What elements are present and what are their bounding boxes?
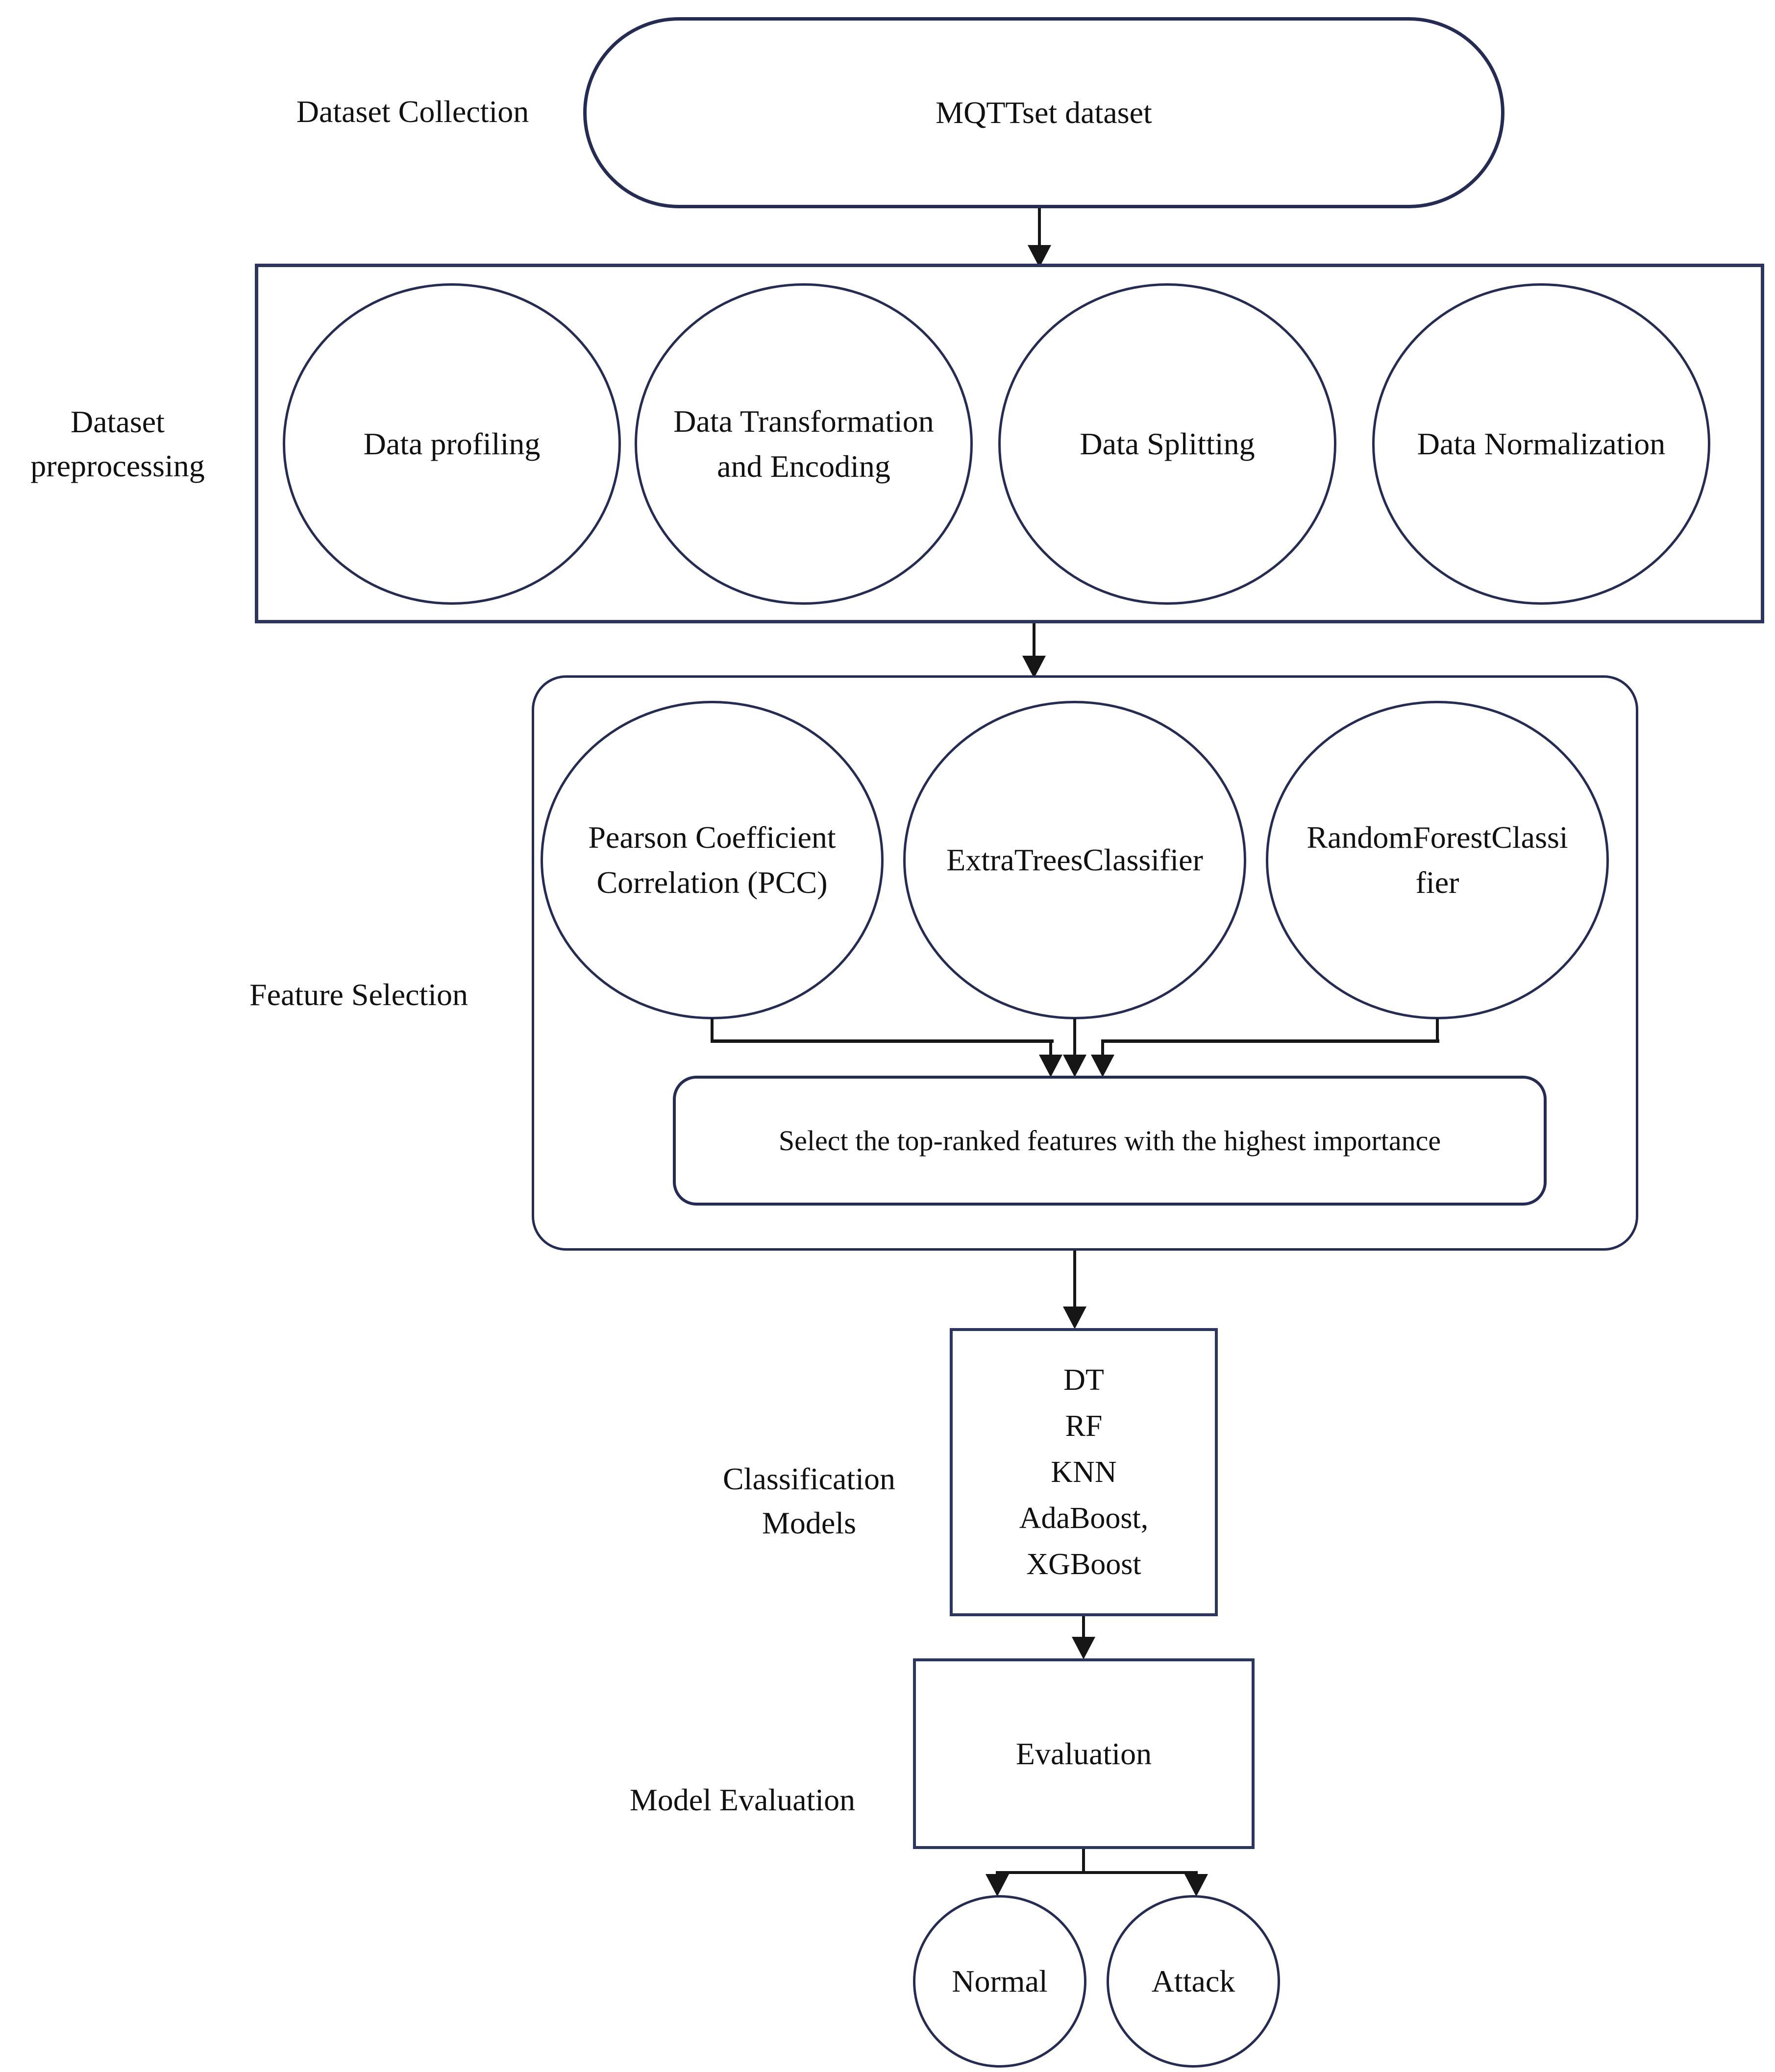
stage-label-line: Dataset	[71, 404, 165, 439]
circle-label: Correlation (PCC)	[596, 865, 828, 900]
connector-feature-selection-to-classification	[1073, 1251, 1076, 1308]
stage-label-classification-models: Classification Models	[723, 1457, 895, 1545]
node-mqttset-dataset-label: MQTTset dataset	[936, 95, 1152, 130]
branch-horizontal	[996, 1871, 1198, 1874]
arrowhead-down-icon	[1091, 1055, 1114, 1077]
merge-stub-left	[711, 1018, 714, 1043]
merge-horizontal-right	[1101, 1039, 1439, 1043]
merge-drop-center	[1073, 1018, 1076, 1058]
outcome-label: Attack	[1151, 1964, 1235, 1998]
connector-collection-to-preprocessing	[1038, 208, 1041, 247]
branch-stub	[1082, 1849, 1085, 1874]
select-top-features-label: Select the top-ranked features with the …	[778, 1125, 1441, 1157]
circle-label: ExtraTreesClassifier	[946, 842, 1203, 877]
stage-label-dataset-collection: Dataset Collection	[296, 94, 529, 129]
preprocessing-circle-data-profiling: Data profiling	[283, 283, 621, 605]
select-top-features-box: Select the top-ranked features with the …	[673, 1076, 1547, 1206]
outcome-circle-attack: Attack	[1107, 1895, 1280, 2068]
preprocessing-circle-data-splitting: Data Splitting	[998, 283, 1336, 605]
model-name: XGBoost	[1026, 1548, 1141, 1581]
feature-circle-pcc: Pearson Coefficient Correlation (PCC)	[541, 701, 884, 1019]
stage-label-feature-selection: Feature Selection	[249, 977, 468, 1012]
connector-preprocessing-to-feature-selection	[1033, 623, 1035, 658]
arrowhead-down-icon	[1063, 1055, 1086, 1077]
merge-stub-right	[1436, 1018, 1439, 1043]
arrowhead-down-icon	[1184, 1874, 1208, 1897]
feature-circle-extratrees: ExtraTreesClassifier	[903, 701, 1246, 1019]
preprocessing-circle-data-transformation-encoding: Data Transformation and Encoding	[635, 283, 973, 605]
classification-models-box: DT RF KNN AdaBoost, XGBoost	[950, 1328, 1218, 1616]
circle-label: Pearson Coefficient	[588, 820, 836, 855]
circle-label: RandomForestClassi	[1307, 820, 1568, 855]
evaluation-label: Evaluation	[1015, 1736, 1152, 1771]
stage-label-line: Classification	[723, 1461, 895, 1496]
outcome-circle-normal: Normal	[913, 1895, 1086, 2068]
merge-drop-left	[1049, 1039, 1052, 1058]
stage-label-line: preprocessing	[30, 448, 205, 483]
stage-label-dataset-preprocessing: Dataset preprocessing	[30, 400, 204, 488]
model-name: DT	[1063, 1363, 1104, 1397]
arrowhead-down-icon	[1022, 656, 1046, 678]
arrowhead-down-icon	[986, 1874, 1009, 1897]
model-name: AdaBoost,	[1019, 1502, 1149, 1535]
circle-label: Data Transformation	[673, 404, 934, 439]
evaluation-box: Evaluation	[913, 1658, 1255, 1849]
circle-label: Data Normalization	[1417, 426, 1666, 461]
model-name: RF	[1065, 1409, 1103, 1443]
preprocessing-circle-data-normalization: Data Normalization	[1372, 283, 1710, 605]
feature-circle-randomforest: RandomForestClassi fier	[1266, 701, 1609, 1019]
arrowhead-down-icon	[1039, 1055, 1062, 1077]
arrowhead-down-icon	[1072, 1637, 1095, 1659]
connector-classification-to-evaluation	[1082, 1616, 1085, 1639]
circle-label: fier	[1415, 865, 1459, 900]
model-name: KNN	[1051, 1455, 1117, 1489]
circle-label: and Encoding	[717, 449, 890, 484]
circle-label: Data profiling	[363, 426, 541, 461]
stage-label-line: Models	[762, 1505, 856, 1540]
circle-label: Data Splitting	[1080, 426, 1255, 461]
stage-label-model-evaluation: Model Evaluation	[629, 1782, 856, 1817]
outcome-label: Normal	[952, 1964, 1048, 1998]
merge-drop-right	[1101, 1039, 1104, 1058]
node-mqttset-dataset: MQTTset dataset	[583, 17, 1504, 208]
arrowhead-down-icon	[1063, 1307, 1086, 1329]
merge-horizontal-left	[711, 1039, 1054, 1043]
